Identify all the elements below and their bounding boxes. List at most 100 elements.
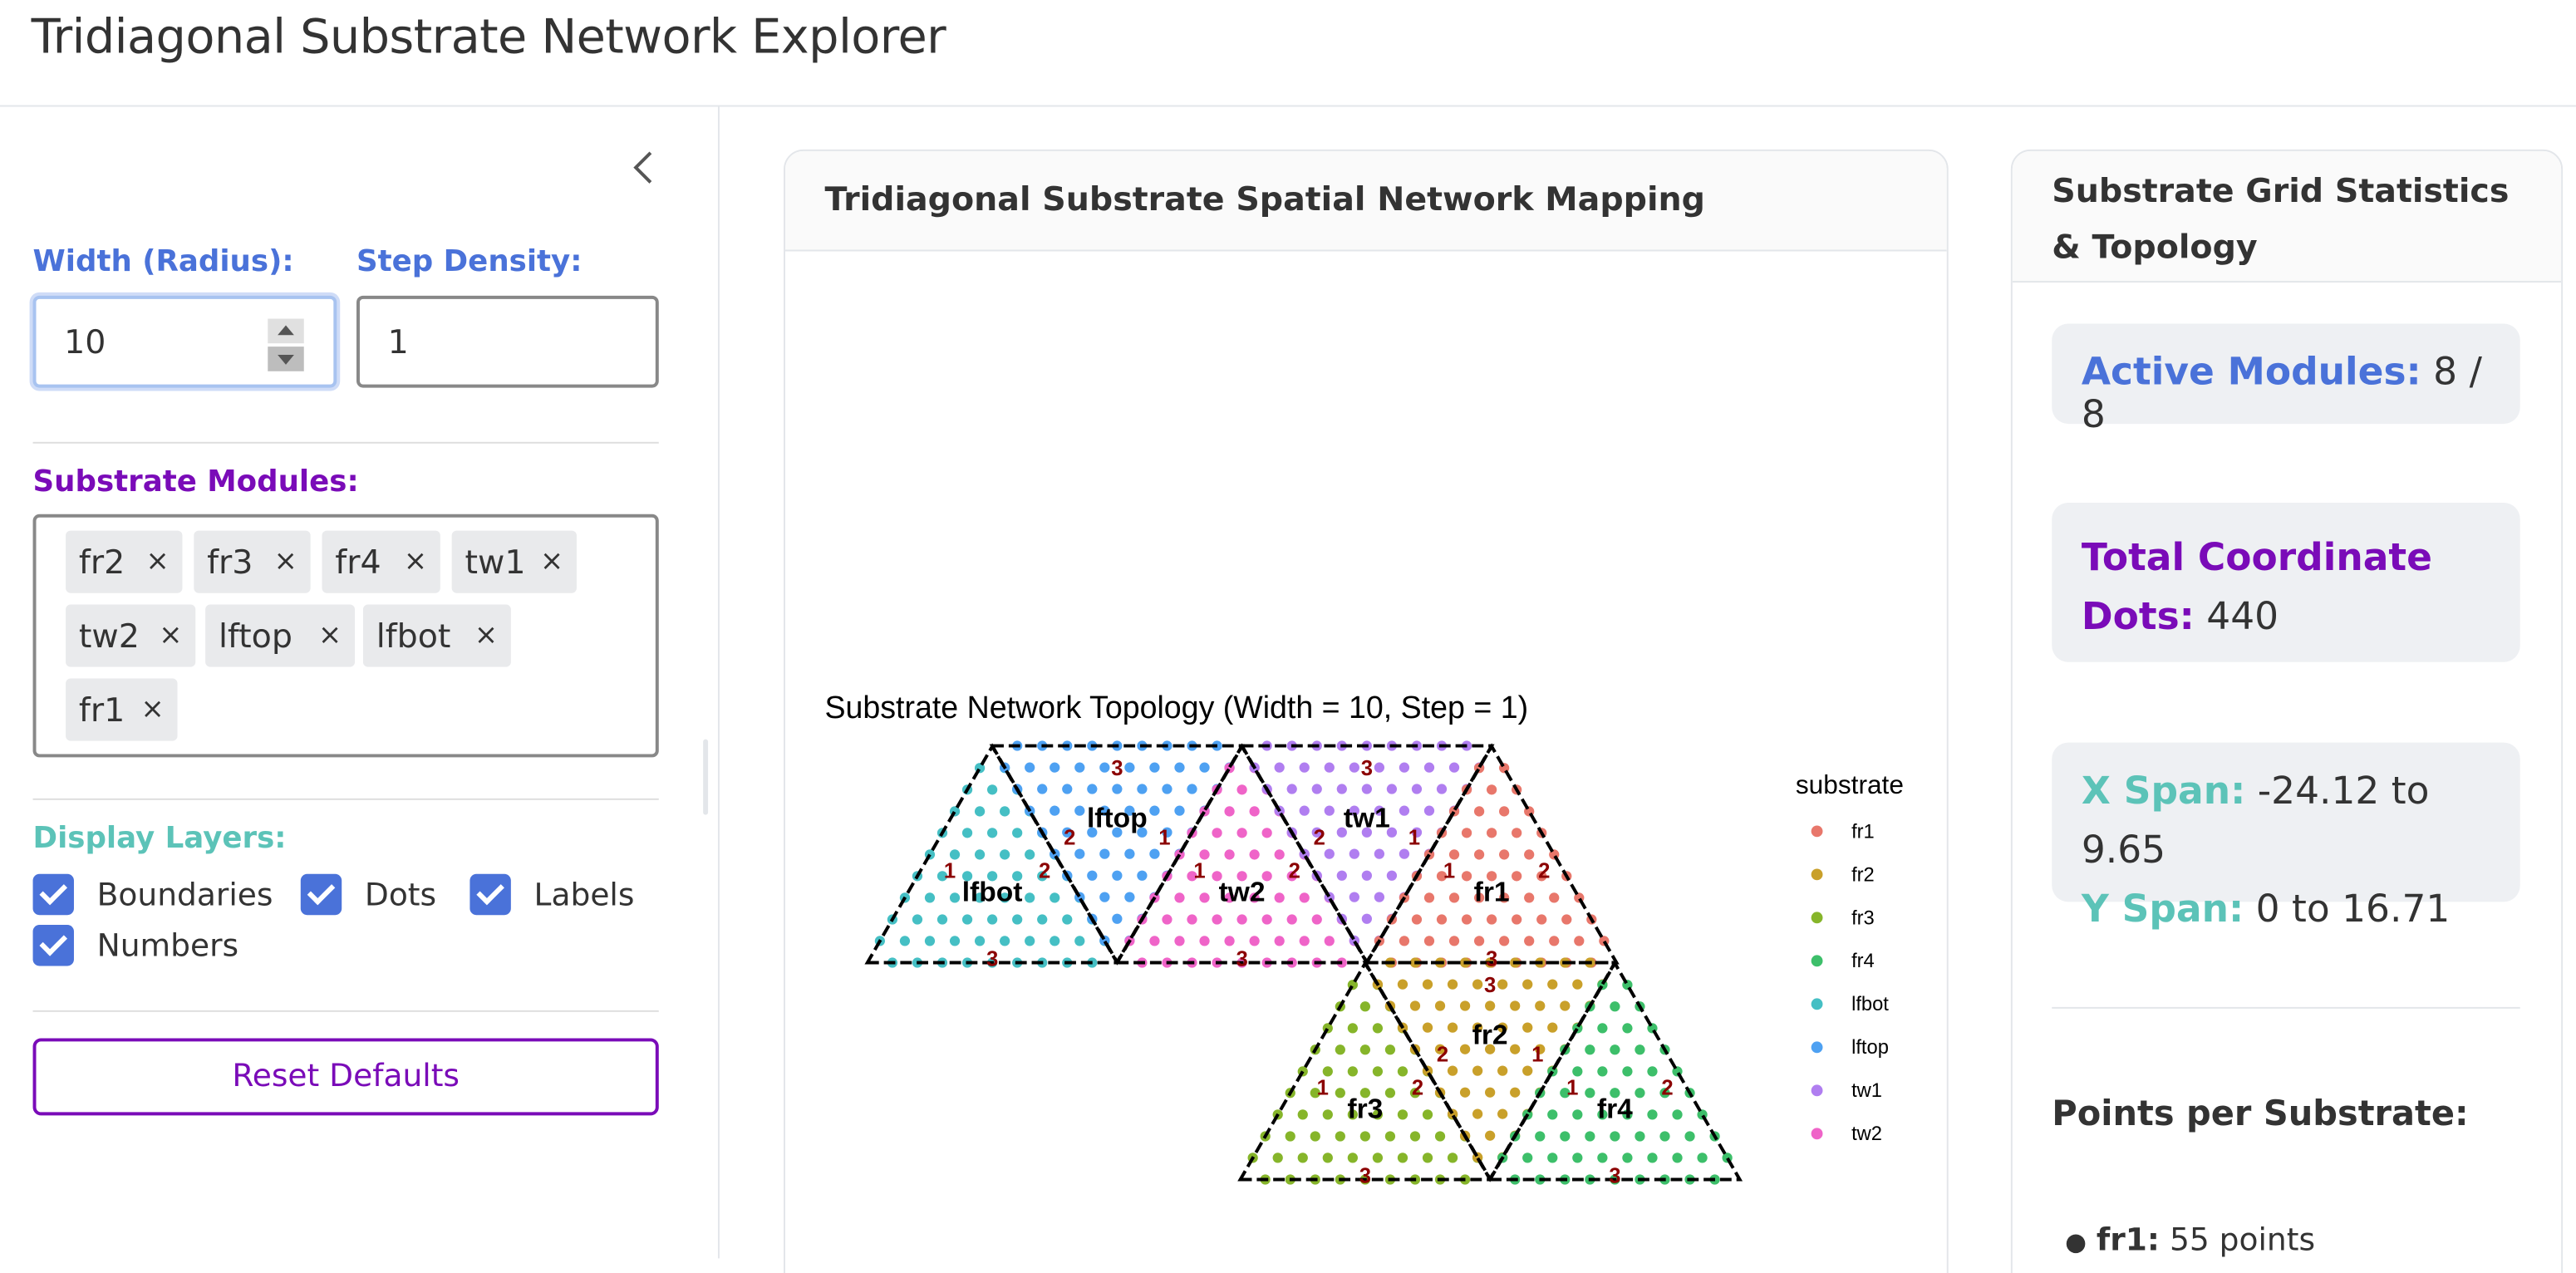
checkbox-checked-icon[interactable] [300,873,342,916]
active-modules-value: 8 / 8 [2081,351,2482,437]
substrate-dot [1299,892,1310,903]
triangle-label: fr1 [1474,877,1510,908]
substrate-dot [1199,762,1210,773]
module-chip[interactable]: tw1 × [451,530,577,593]
module-chip[interactable]: fr2 × [66,530,183,593]
stepper-up-icon[interactable] [268,318,304,344]
remove-chip-icon[interactable]: × [273,545,297,578]
substrate-dot [1486,828,1497,838]
substrate-dot [974,806,986,817]
module-chip[interactable]: fr1× [66,678,178,741]
substrate-dot [1174,762,1185,773]
substrate-dot [1025,762,1035,773]
substrate-dot [1149,848,1160,859]
y-span-value: 0 to 16.71 [2255,888,2451,931]
module-chip[interactable]: lftop× [205,604,356,667]
layer-numbers-checkbox[interactable]: Numbers [32,925,238,966]
resize-handle[interactable] [703,739,709,815]
edge-number-label: 1 [1566,1076,1578,1099]
span-stat: X Span: -24.12 to 9.65 Y Span: 0 to 16.7… [2052,742,2520,931]
module-chip[interactable]: fr4× [322,530,440,593]
substrate-dot [1359,1001,1371,1012]
triangle-boundary [989,744,1246,966]
substrate-dot [1422,979,1433,990]
substrate-dot [1174,936,1185,946]
substrate-dot [1486,871,1497,882]
edge-number-label: 1 [944,860,956,883]
substrate-dot [1372,1066,1384,1077]
substrate-dot [949,936,961,946]
remove-chip-icon[interactable]: × [539,545,564,578]
substrate-dot [1361,913,1372,924]
substrate-dot [1050,936,1060,946]
remove-chip-icon[interactable]: × [145,545,170,578]
remove-chip-icon[interactable]: × [403,545,428,578]
module-chip-label: tw1 [465,542,526,582]
substrate-dot [1074,762,1085,773]
layer-dots-checkbox[interactable]: Dots [300,873,436,916]
step-label: Step Density: [356,244,583,280]
substrate-dot [1124,805,1135,816]
remove-chip-icon[interactable]: × [159,619,183,652]
remove-chip-icon[interactable]: × [474,619,499,652]
substrate-dot [1485,1130,1496,1141]
layer-labels-checkbox[interactable]: Labels [469,873,634,916]
substrate-dot [1324,936,1335,946]
substrate-dot [1062,827,1073,838]
reset-defaults-button[interactable]: Reset Defaults [32,1038,659,1116]
plot-card-title: Tridiagonal Substrate Spatial Network Ma… [824,179,1705,219]
width-stepper[interactable] [268,318,304,371]
collapse-sidebar-button[interactable] [621,143,663,192]
substrate-dot [1374,762,1385,773]
stats-card: Substrate Grid Statistics & Topology Act… [2010,149,2564,1273]
stepper-down-icon[interactable] [268,347,304,371]
substrate-dot [1224,849,1235,860]
substrate-dot [1099,892,1110,902]
legend-swatch [1811,1041,1823,1054]
edge-number-label: 2 [1437,1044,1448,1067]
substrate-dot [1473,892,1485,903]
substrate-dot [1499,849,1510,860]
substrate-dot [1549,892,1560,903]
substrate-dot [1499,806,1510,817]
substrate-dot [1372,1023,1384,1034]
triangle-label: tw1 [1344,803,1390,833]
edge-number-label: 1 [1408,827,1420,850]
step-input[interactable]: 1 [356,295,659,388]
substrate-dot [1597,1109,1608,1120]
substrate-dot [1236,828,1247,838]
width-input[interactable]: 10 [32,295,337,388]
checkbox-checked-icon[interactable] [469,873,511,916]
substrate-dot [961,914,973,925]
plot-card: Tridiagonal Substrate Spatial Network Ma… [784,149,1949,1273]
substrate-dot [1374,805,1385,816]
substrate-dot [1037,784,1048,794]
module-chip-label: fr2 [78,542,125,582]
substrate-dot [1349,762,1359,773]
substrate-dot [1212,914,1222,925]
remove-chip-icon[interactable]: × [140,693,165,726]
checkbox-checked-icon[interactable] [32,925,74,966]
triangle-label: lfbot [962,877,1023,908]
substrate-dot [1212,828,1222,838]
edge-number-label: 3 [1111,757,1123,780]
checkbox-checked-icon[interactable] [32,873,74,916]
substrate-dot [1137,870,1148,881]
substrate-dot [1174,805,1185,816]
triangle-label: fr4 [1597,1094,1633,1124]
module-chip[interactable]: lfbot× [362,604,511,667]
module-chip[interactable]: tw2× [66,604,196,667]
substrate-dot [1299,762,1310,773]
modules-multiselect[interactable]: fr2 × fr3× fr4× tw1 × tw2× lftop× lfbot× f… [32,514,659,758]
remove-chip-icon[interactable]: × [318,619,342,652]
substrate-dot [1286,784,1297,794]
substrate-dot [1473,849,1485,860]
substrate-dot [1547,1109,1558,1120]
substrate-dot [1249,849,1260,860]
substrate-dot [1224,892,1235,903]
layer-boundaries-checkbox[interactable]: Boundaries [32,873,273,916]
substrate-dot [1436,784,1448,794]
module-chip[interactable]: fr3× [194,530,311,593]
substrate-dot [1187,784,1197,794]
substrate-dot [1684,1131,1695,1142]
